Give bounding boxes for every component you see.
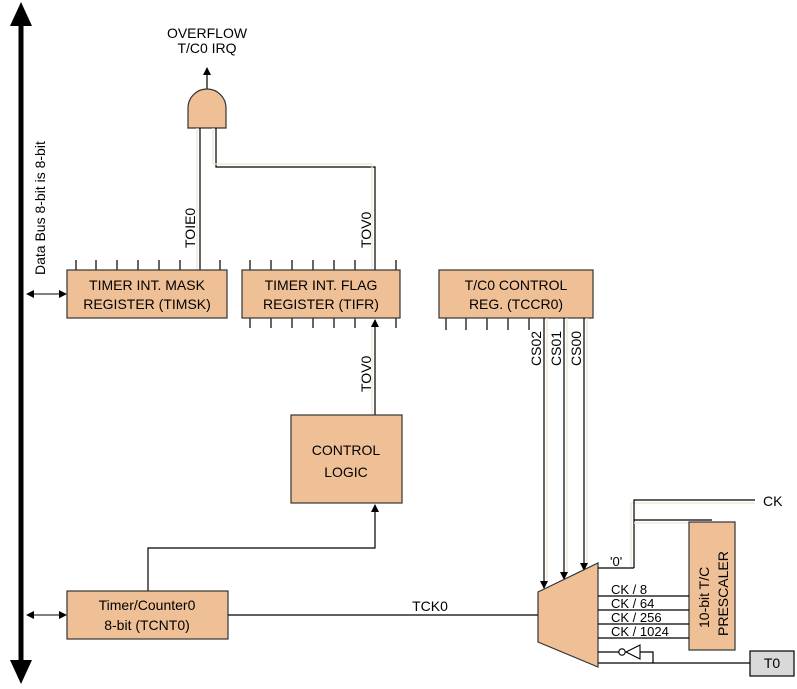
tcnt0-label-2: 8-bit (TCNT0) — [104, 617, 190, 633]
tifr-bottom-ticks — [249, 318, 397, 328]
tccr0-label-1: T/C0 CONTROL — [465, 277, 568, 293]
tccr0-register — [438, 269, 594, 319]
cs00-label: CS00 — [568, 331, 584, 366]
tck0-label: TCK0 — [412, 598, 448, 614]
inverter-input-wire — [640, 651, 654, 663]
timsk-label-2: REGISTER (TIMSK) — [83, 296, 211, 312]
prescaler-label-1: 10-bit T/C — [696, 567, 712, 628]
tov0-wire — [215, 128, 376, 270]
overflow-label-2: T/C0 IRQ — [177, 40, 236, 56]
data-bus — [10, 2, 32, 684]
ck8-label: CK / 8 — [611, 582, 647, 597]
cs01-label: CS01 — [548, 331, 564, 366]
tifr-label-1: TIMER INT. FLAG — [265, 277, 378, 293]
data-bus-label: Data Bus 8-bit is 8-bit — [32, 141, 48, 275]
prescaler-label-2: PRESCALER — [715, 551, 731, 636]
ck256-label: CK / 256 — [611, 610, 662, 625]
toie0-label: TOIE0 — [182, 208, 198, 248]
tcnt0-label-1: Timer/Counter0 — [99, 597, 196, 613]
overflow-label-1: OVERFLOW — [167, 25, 248, 41]
and-gate — [187, 88, 227, 129]
control-logic-label-2: LOGIC — [324, 464, 368, 480]
tov0-mid-label: TOV0 — [358, 355, 374, 392]
t0-pin — [749, 650, 795, 677]
prescaler-block — [688, 521, 736, 651]
t0-label: T0 — [764, 655, 781, 671]
tcnt-to-control-wire — [147, 504, 379, 591]
ck-wire — [633, 499, 755, 568]
tov0-top-label: TOV0 — [358, 211, 374, 248]
tcnt0-register — [66, 590, 229, 640]
tifr-top-ticks — [249, 260, 397, 270]
ck-wire-beige — [630, 502, 755, 568]
cs02-label: CS02 — [528, 331, 544, 366]
clock-select-mux — [537, 562, 599, 668]
tccr0-label-2: REG. (TCCR0) — [469, 296, 563, 312]
timsk-label-1: TIMER INT. MASK — [89, 277, 206, 293]
ck-label: CK — [763, 493, 783, 509]
tifr-register — [241, 269, 401, 319]
ck1024-label: CK / 1024 — [611, 624, 669, 639]
tov0-wire-beige-b — [213, 163, 373, 270]
control-logic-block — [290, 414, 403, 504]
tifr-label-2: REGISTER (TIFR) — [263, 296, 379, 312]
timsk-register — [66, 269, 228, 319]
inverter-icon — [618, 644, 641, 660]
ck64-label: CK / 64 — [611, 596, 654, 611]
zero-label: '0' — [610, 554, 622, 569]
tccr-bottom-ticks — [445, 318, 530, 330]
control-logic-label-1: CONTROL — [312, 442, 381, 458]
timsk-top-ticks — [75, 260, 221, 270]
